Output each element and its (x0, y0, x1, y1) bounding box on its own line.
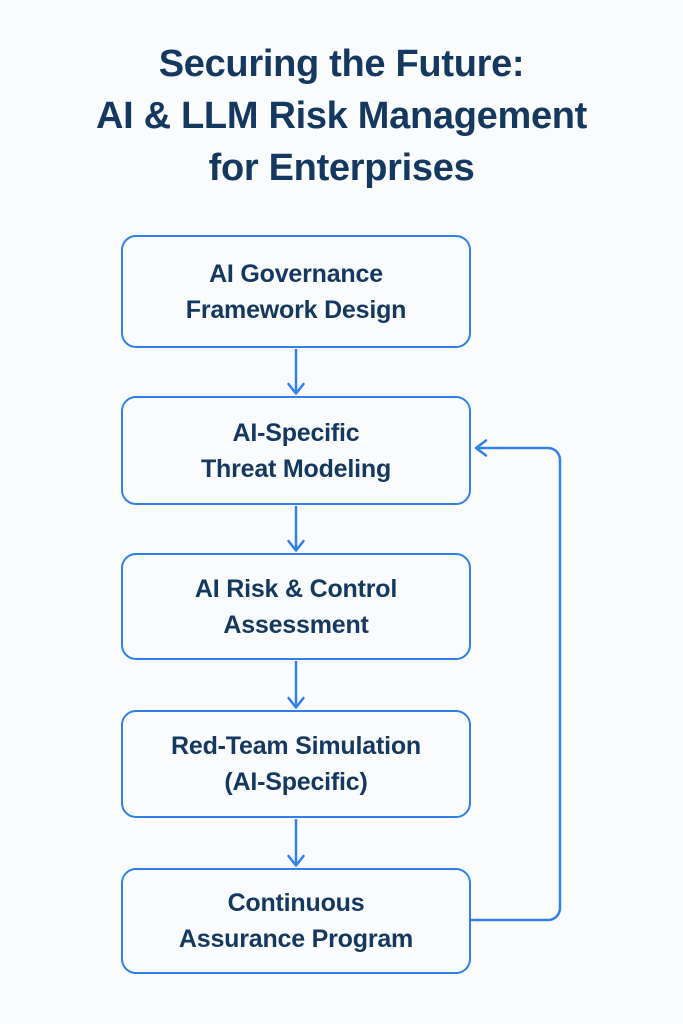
flow-stage-4-line-2: (AI-Specific) (224, 768, 368, 796)
flow-stage-2-line-1: AI-Specific (232, 418, 360, 447)
arrow-stage1-to-stage2 (287, 349, 305, 395)
flow-stage-3-line-1: AI Risk & Control (194, 574, 398, 603)
flow-stage-1-line-1: AI Governance (209, 259, 383, 288)
flow-stage-ai-governance-framework-design[interactable]: AI Governance Framework Design (121, 235, 471, 348)
flow-stage-2-line-2: Threat Modeling (200, 454, 392, 483)
arrow-stage4-to-stage5 (287, 819, 305, 867)
flow-stage-4-line-1: Red-Team Simulation (171, 732, 421, 760)
flow-stage-red-team-simulation[interactable]: Red-Team Simulation (AI-Specific) (121, 710, 471, 818)
flow-stage-ai-risk-and-control-assessment[interactable]: AI Risk & Control Assessment (121, 553, 471, 660)
page-title-line-1: Securing the Future: (158, 43, 525, 85)
page-title: Securing the Future: AI & LLM Risk Manag… (0, 38, 683, 194)
page-title-line-2: AI & LLM Risk Management (95, 95, 588, 137)
flow-stage-continuous-assurance-program[interactable]: Continuous Assurance Program (121, 868, 471, 974)
flow-stage-1-line-2: Framework Design (185, 295, 407, 324)
feedback-loop-stage5-to-stage2 (471, 439, 562, 922)
flow-stage-3-line-2: Assessment (223, 610, 369, 639)
flow-stage-5-line-1: Continuous (227, 889, 365, 917)
arrow-stage2-to-stage3 (287, 506, 305, 552)
arrow-stage3-to-stage4 (287, 661, 305, 709)
flow-stage-ai-specific-threat-modeling[interactable]: AI-Specific Threat Modeling (121, 396, 471, 505)
page-title-line-3: for Enterprises (208, 147, 475, 189)
flow-stage-5-line-2: Assurance Program (178, 925, 414, 953)
